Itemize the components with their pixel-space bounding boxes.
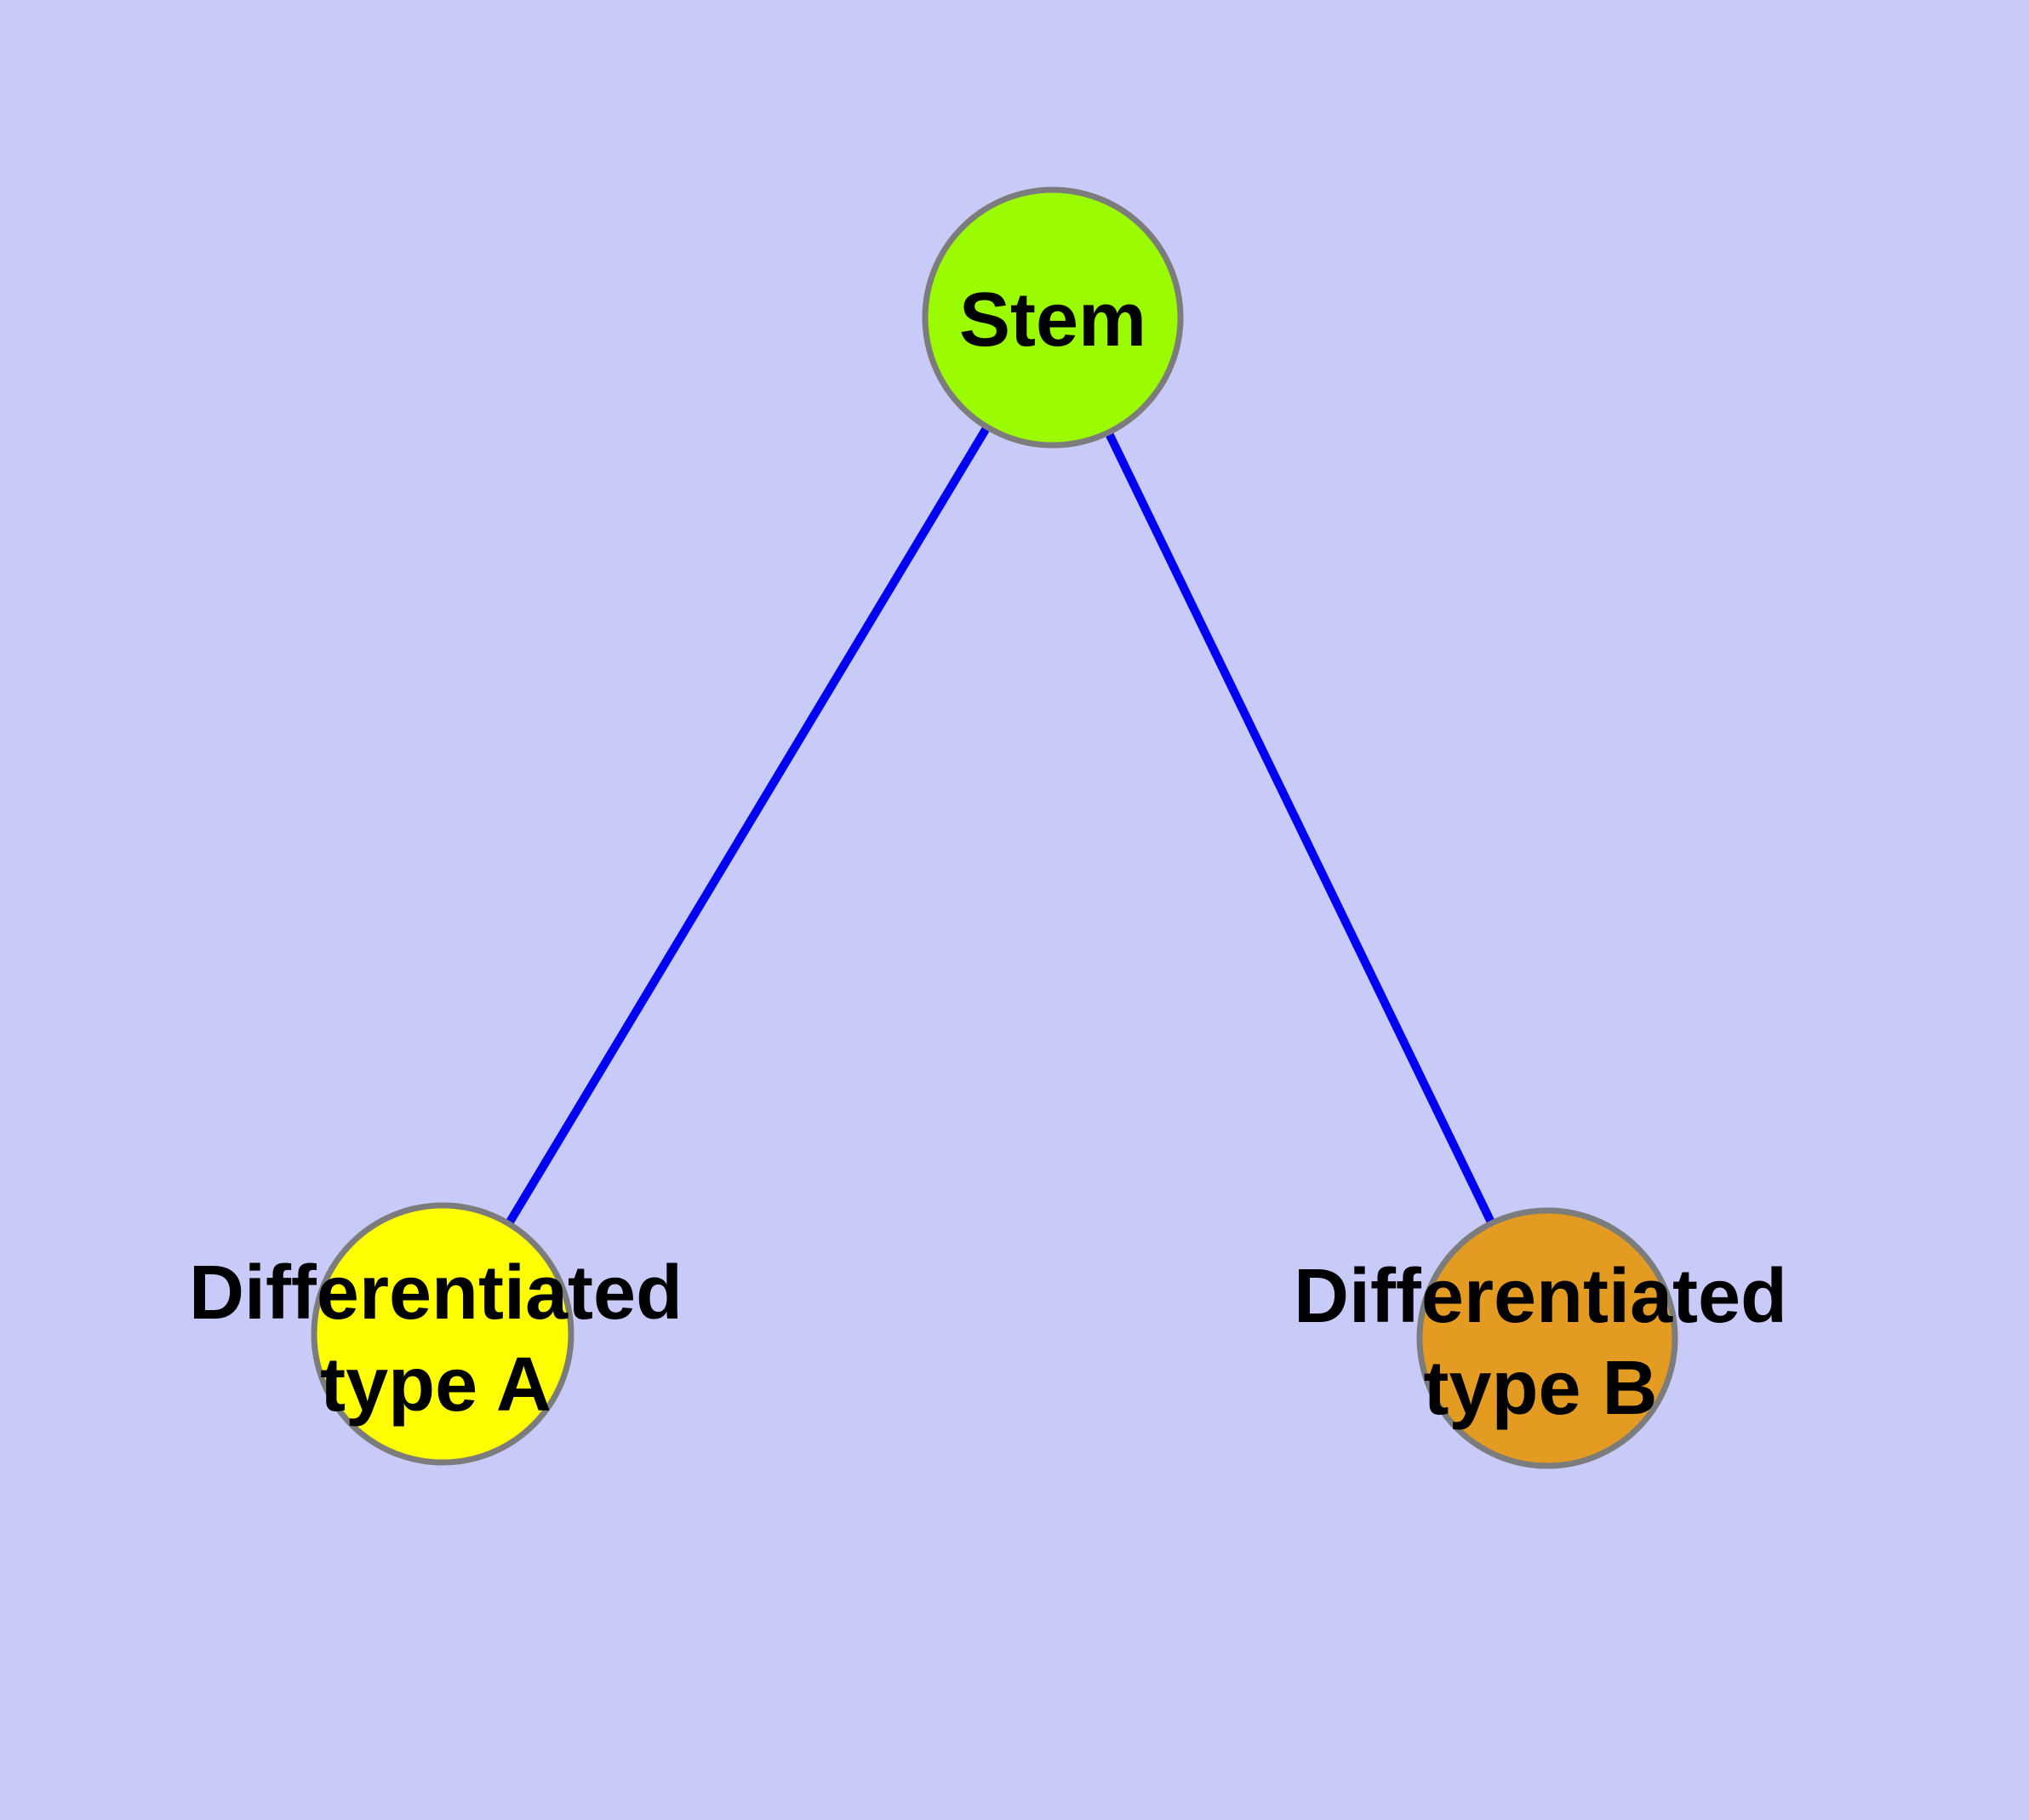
type-b-node-label-line1: Differentiated [1294,1254,1787,1339]
node-differentiated-type-a: Differentiated type A [189,1202,683,1466]
edge-stem-to-type-a [438,315,1057,1336]
edges-layer [438,315,1552,1341]
node-differentiated-type-b: Differentiated type B [1294,1207,1787,1469]
type-a-node-circle [311,1202,574,1466]
type-b-node-circle [1416,1207,1678,1469]
type-a-node-label-line2: type A [320,1342,552,1428]
node-stem: Stem [922,186,1184,449]
stem-node-circle [922,186,1184,449]
type-b-node-label-line2: type B [1423,1346,1657,1431]
stem-node-label: Stem [959,278,1146,363]
type-a-node-label-line1: Differentiated [189,1251,683,1336]
edge-stem-to-type-b [1049,315,1552,1341]
